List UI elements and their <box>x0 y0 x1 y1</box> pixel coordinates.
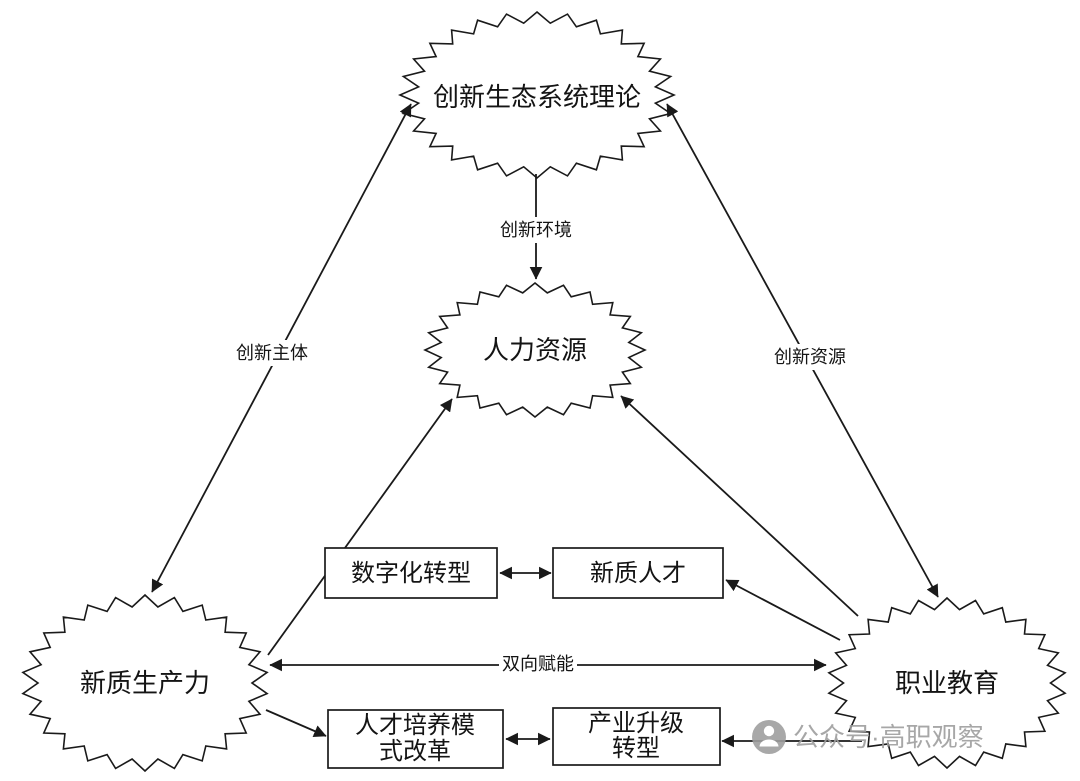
node-label-human-resources: 人力资源 <box>483 335 587 365</box>
box-label-industry-upgrade-line1: 产业升级 <box>588 710 684 737</box>
box-label-training-reform-line1: 人才培养模 <box>355 712 475 739</box>
edge-productivity-humanresources-arrow <box>267 398 453 656</box>
edge-education-humanresources-arrow <box>620 395 859 617</box>
watermark-logo-icon <box>752 720 786 754</box>
edge-productivity-training-arrow <box>265 709 327 738</box>
node-label-innovation-ecosystem-theory: 创新生态系统理论 <box>433 82 641 112</box>
edges <box>151 103 939 748</box>
node-vocational-education-shape <box>827 596 1067 770</box>
box-digital-transformation <box>324 547 498 599</box>
node-label-vocational-education: 职业教育 <box>895 668 999 698</box>
edge-label-bg-innovation-environment <box>497 217 575 243</box>
box-label-training-reform-line2: 式改革 <box>379 738 451 765</box>
box-label-industry-upgrade-line2: 转型 <box>612 735 660 762</box>
box-label-new-quality-talent: 新质人才 <box>590 560 686 587</box>
box-label-digital-transformation: 数字化转型 <box>351 560 471 587</box>
box-talent-training-reform <box>327 709 504 769</box>
edge-label-mutual-empowerment: 双向赋能 <box>502 654 574 674</box>
edge-label-innovation-resource: 创新资源 <box>774 347 846 367</box>
box-new-quality-talent <box>552 547 724 599</box>
edge-label-bg-innovation-resource <box>771 344 849 370</box>
node-innovation-ecosystem-theory-shape <box>397 10 677 180</box>
boxes <box>324 547 724 769</box>
box-industry-upgrade-transformation <box>552 707 721 766</box>
edge-label-innovation-subject: 创新主体 <box>236 343 308 363</box>
node-label-new-quality-productivity: 新质生产力 <box>80 668 210 698</box>
edge-label-innovation-environment: 创新环境 <box>500 220 572 240</box>
edge-label-bg-mutual-empowerment <box>499 651 577 677</box>
node-labels: 创新生态系统理论 人力资源 新质生产力 职业教育 <box>80 82 999 698</box>
edge-education-talent-arrow <box>725 579 841 641</box>
watermark-text: 公众号·高职观察 <box>793 722 984 752</box>
watermark-person-body-icon <box>759 739 779 747</box>
watermark: 公众号·高职观察 <box>752 720 984 754</box>
watermark-person-head-icon <box>763 725 775 737</box>
edge-label-bg-innovation-subject <box>233 340 311 366</box>
box-labels: 数字化转型 新质人才 人才培养模 式改革 产业升级 转型 <box>351 560 686 765</box>
node-new-quality-productivity-shape <box>21 593 269 773</box>
edge-labels: 创新环境 创新主体 创新资源 双向赋能 <box>233 217 849 677</box>
node-human-resources-shape <box>423 281 647 419</box>
starburst-shapes <box>21 10 1067 773</box>
